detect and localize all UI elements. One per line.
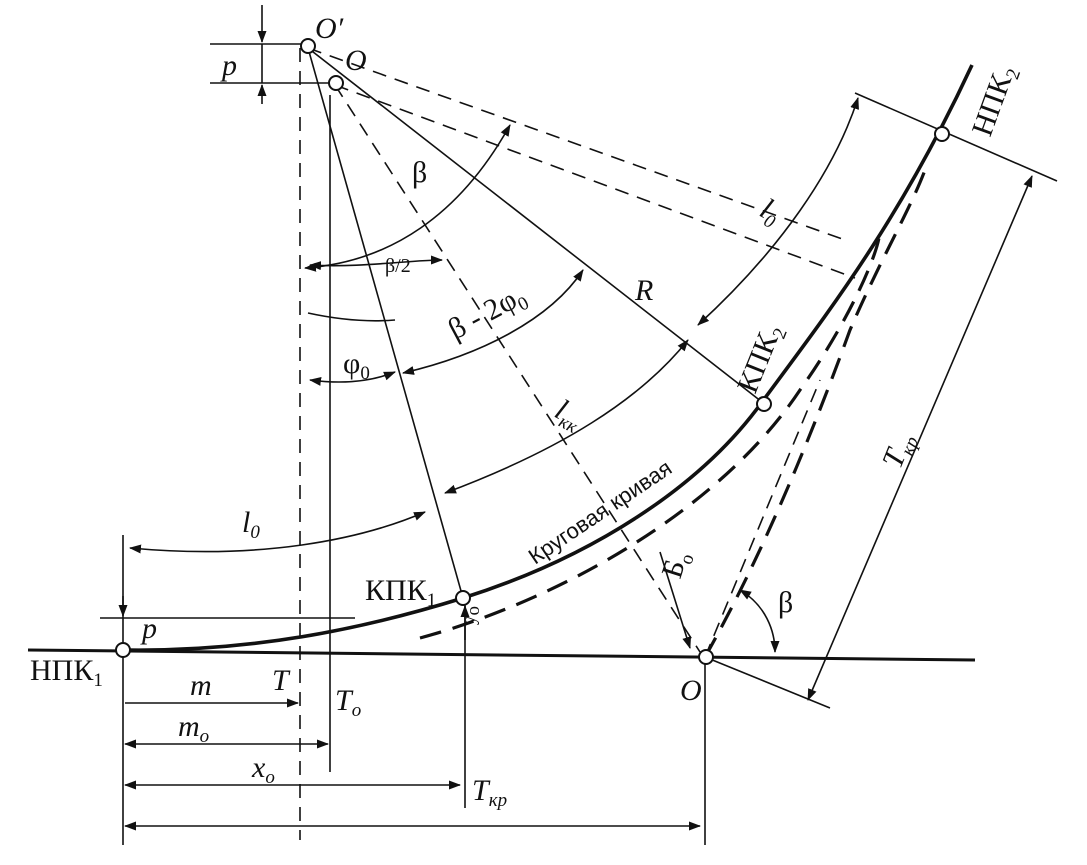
upper-dashed bbox=[307, 47, 846, 241]
label-m0: mо bbox=[178, 710, 209, 747]
circular-curve bbox=[462, 400, 764, 600]
label-beta-bottom: β bbox=[778, 586, 793, 619]
point-kpk2 bbox=[756, 396, 772, 412]
label-beta-2phi: β - 2φ0 bbox=[443, 279, 533, 350]
angle-beta-bottom-arc bbox=[739, 589, 780, 653]
label-o-prime: O′ bbox=[315, 12, 344, 45]
offset-curve-dashed bbox=[703, 169, 927, 658]
label-o-bottom: O bbox=[680, 674, 702, 707]
radius-kpk1 bbox=[307, 47, 464, 599]
label-kpk1: КПК1 bbox=[365, 574, 436, 611]
label-p-bottom: p bbox=[140, 612, 157, 645]
label-T: T bbox=[272, 664, 291, 697]
label-kpk2: КПК2 bbox=[731, 319, 792, 399]
arc-lkk bbox=[444, 339, 689, 494]
label-lkk: lкк bbox=[548, 393, 589, 438]
label-T0: Tо bbox=[335, 684, 361, 721]
point-o-top bbox=[328, 75, 344, 91]
label-tkr-bottom: Tкр bbox=[472, 774, 507, 811]
label-tkr-right: Tкр bbox=[876, 428, 923, 474]
label-npk2: НПК2 bbox=[966, 61, 1026, 142]
label-x0: xо bbox=[251, 751, 275, 788]
label-curve: Круговая кривая bbox=[524, 455, 676, 569]
label-beta-half: β/2 bbox=[385, 255, 411, 277]
label-l0-left: l0 bbox=[242, 506, 260, 543]
arc-l0-left bbox=[129, 511, 426, 554]
b0-arrow bbox=[659, 551, 692, 649]
angle-beta-half-arc bbox=[309, 255, 443, 271]
label-o-top: O bbox=[345, 44, 367, 77]
angle-phi0-arc bbox=[309, 371, 396, 386]
second-tangent-ext bbox=[854, 92, 1058, 182]
point-npk2 bbox=[934, 126, 950, 142]
label-p-top: p bbox=[220, 49, 237, 82]
angle-beta-2phi-arc bbox=[402, 269, 584, 375]
point-o-prime bbox=[300, 38, 316, 54]
second-tangent-line bbox=[704, 656, 831, 709]
label-R: R bbox=[634, 274, 653, 307]
label-b0: Бо bbox=[655, 547, 698, 584]
second-tangent-line-upper bbox=[704, 379, 821, 658]
label-beta: β bbox=[412, 156, 427, 189]
transition-curve-2 bbox=[760, 64, 974, 404]
radius-R bbox=[307, 47, 763, 403]
transition-curve-1 bbox=[122, 596, 464, 652]
label-phi0: φ0 bbox=[343, 347, 370, 384]
label-y0: yо bbox=[459, 606, 484, 625]
arc-l0-right bbox=[697, 97, 859, 326]
point-npk1 bbox=[115, 642, 131, 658]
point-o-bottom bbox=[698, 649, 714, 665]
tkr-right-dim bbox=[807, 175, 1033, 701]
tangent-line bbox=[27, 648, 976, 662]
label-l0-right: l0 bbox=[753, 192, 787, 233]
label-npk1: НПК1 bbox=[30, 654, 103, 691]
label-m: m bbox=[190, 669, 212, 702]
angle-beta-left-arc bbox=[307, 312, 396, 322]
bisector-dashed bbox=[334, 84, 701, 653]
point-kpk1 bbox=[455, 590, 471, 606]
